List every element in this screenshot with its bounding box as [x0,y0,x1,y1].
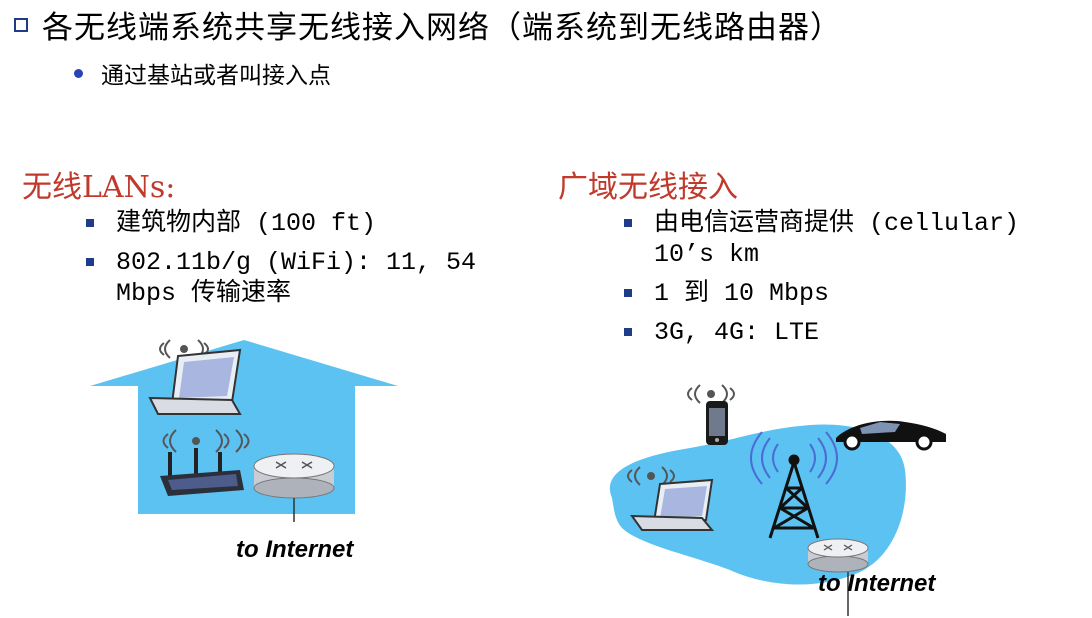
wireless-signal-icon [750,431,838,485]
list-item: 由电信运营商提供 (cellular) 10’s km [624,208,1092,270]
wireless-signal-icon [687,384,735,404]
list-item: 建筑物内部 (100 ft) [86,208,516,239]
laptop-icon [148,348,242,415]
list-item: 3G, 4G: LTE [624,317,1092,348]
laptop-icon [630,478,715,531]
wide-area-bullet-list: 由电信运营商提供 (cellular) 10’s km 1 到 10 Mbps … [624,208,1092,356]
router-icon [807,538,869,616]
router-icon [253,453,335,522]
to-internet-label: to Internet [236,536,354,563]
wlan-bullet-list: 建筑物内部 (100 ft) 802.11b/g (WiFi): 11, 54 … [86,208,516,317]
square-bullet-icon [14,18,28,32]
page-title: 各无线端系统共享无线接入网络（端系统到无线路由器） [42,9,842,46]
cell-tower-icon [768,454,820,539]
wireless-signal-icon [627,466,675,486]
subtitle-row: 通过基站或者叫接入点 [74,56,331,90]
smartphone-icon [706,401,728,445]
car-icon [836,420,946,451]
wireless-router-icon [160,448,244,496]
section-heading-wide-area: 广域无线接入 [558,170,738,205]
wireless-signal-icon [162,429,250,453]
list-item: 802.11b/g (WiFi): 11, 54 Mbps 传输速率 [86,247,516,309]
dot-bullet-icon [74,68,83,78]
house-shape [90,340,398,514]
to-internet-label: to Internet [818,570,936,597]
page-subtitle: 通过基站或者叫接入点 [101,63,331,89]
section-heading-wlan: 无线LANs: [22,170,176,205]
title-row: 各无线端系统共享无线接入网络（端系统到无线路由器） [14,2,842,46]
list-item: 1 到 10 Mbps [624,278,1092,309]
